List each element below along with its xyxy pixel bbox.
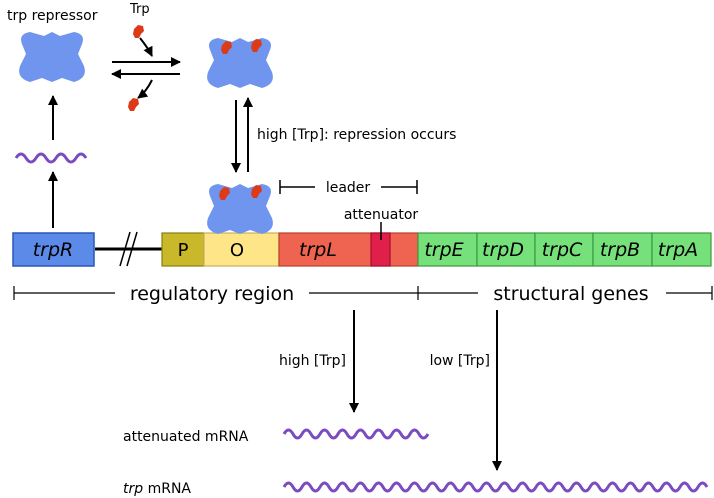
high-trp-label: high [Trp] <box>279 353 346 369</box>
gene-trpA-label: trpA <box>658 239 698 261</box>
released-trp-icon <box>128 98 139 111</box>
operator-bound-repressor-icon <box>207 184 273 234</box>
trp-label: Trp <box>129 2 150 17</box>
bound-repressor-icon <box>207 38 273 88</box>
trp-release-arrow <box>137 79 153 99</box>
gene-trpC <box>534 232 594 267</box>
gene-trpR <box>12 232 95 267</box>
trp-mrna-wave <box>282 481 709 493</box>
gene-trpB-label: trpB <box>600 239 640 261</box>
break-mark-right <box>126 231 138 267</box>
gene-trpE-label: trpE <box>424 239 463 261</box>
free-repressor-icon <box>19 32 85 82</box>
trp-molecule-icon <box>133 25 144 38</box>
regulatory-region-label: regulatory region <box>130 283 294 305</box>
gene-trpR-label: trpR <box>33 239 74 261</box>
gene-trpA <box>651 232 712 267</box>
gene-trpC-label: trpC <box>542 239 583 261</box>
gene-trpB <box>592 232 653 267</box>
operator-label: O <box>230 240 244 261</box>
attenuated-mrna-wave <box>282 428 430 440</box>
gene-trpE <box>417 232 478 267</box>
gene-trpD-label: trpD <box>482 239 524 261</box>
trp-mrna-label: trp mRNA <box>123 481 191 497</box>
low-trp-label: low [Trp] <box>430 353 490 369</box>
trpR-mrna-wave <box>14 152 88 164</box>
leader-label: leader <box>326 180 371 196</box>
attenuator-label: attenuator <box>344 207 419 223</box>
structural-genes-label: structural genes <box>493 283 648 305</box>
trp-repressor-label: trp repressor <box>7 8 98 24</box>
repression-label: high [Trp]: repression occurs <box>257 127 456 143</box>
attenuated-mrna-label: attenuated mRNA <box>123 429 249 445</box>
trpL-label: trpL <box>299 239 337 261</box>
break-mark-left <box>119 231 131 267</box>
promoter-label: P <box>178 240 189 261</box>
trp-binding-arrow <box>139 37 153 57</box>
